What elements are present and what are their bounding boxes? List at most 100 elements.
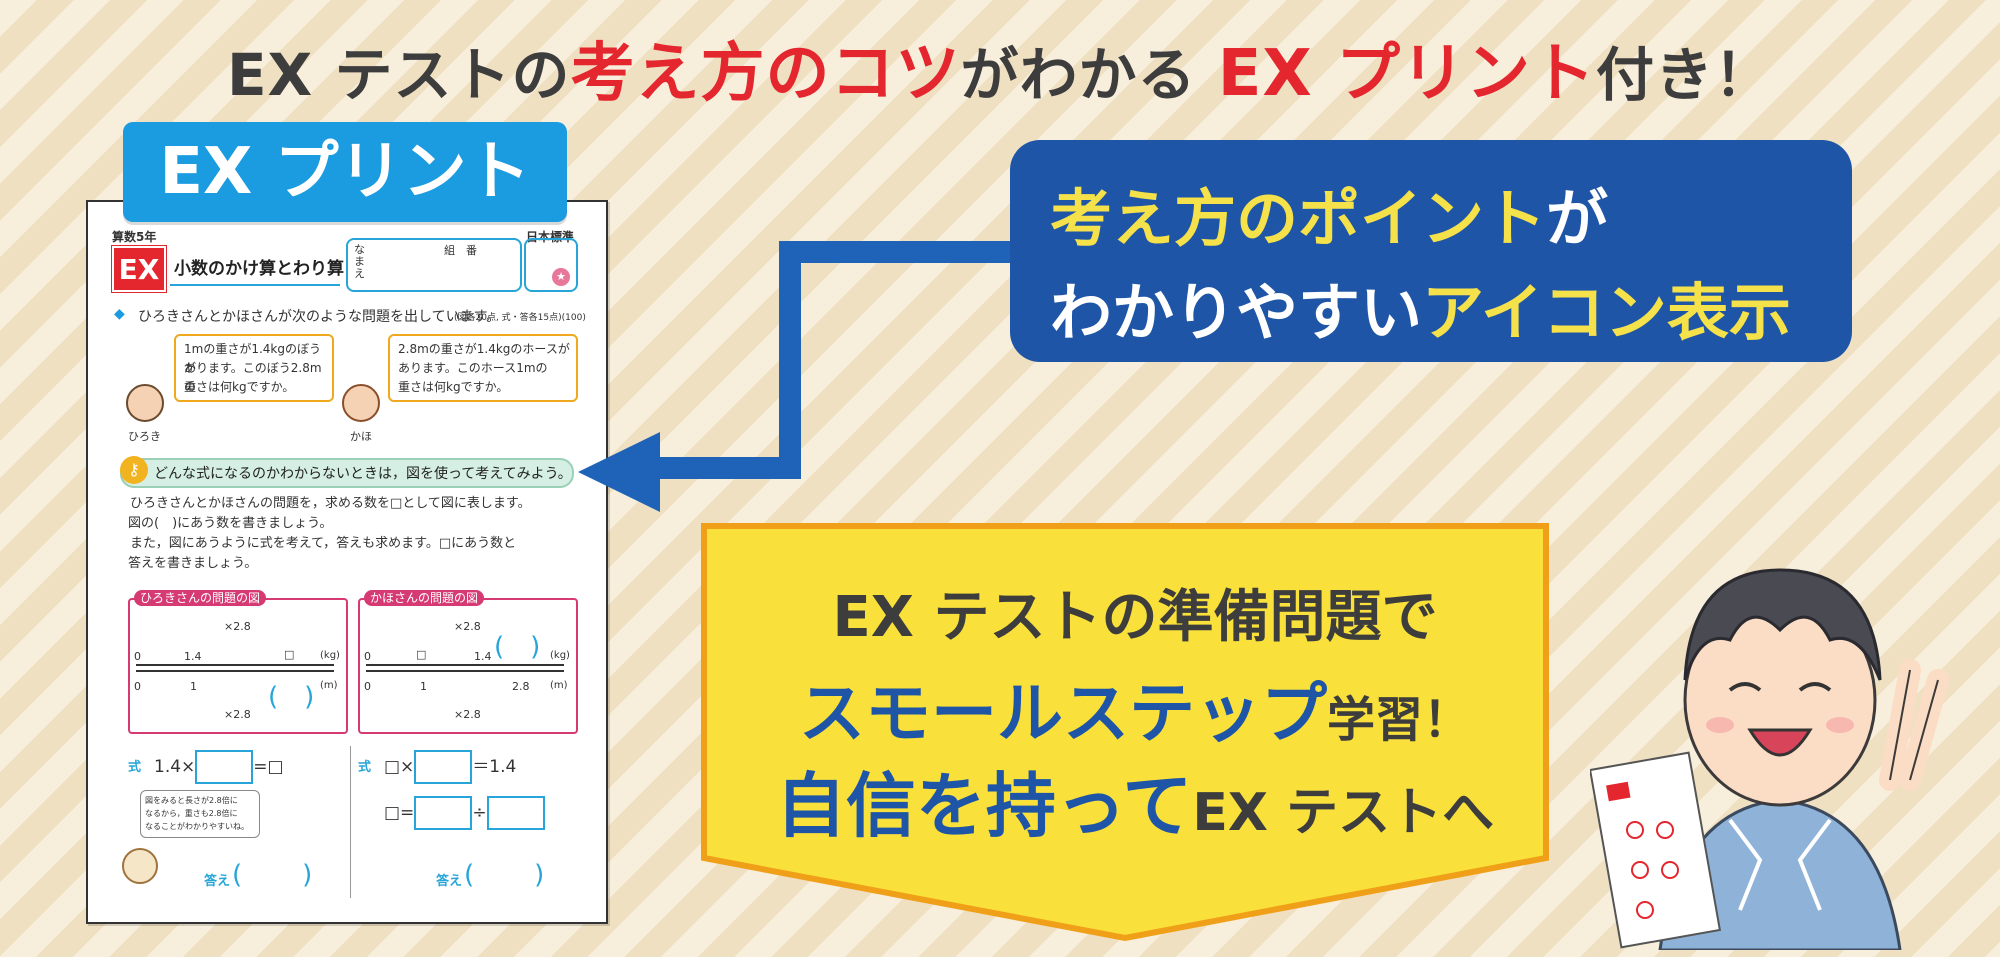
eq2b-blank1[interactable] [414, 796, 473, 830]
eq2b-row: □=÷ [384, 796, 545, 830]
kaho-q-line3: 重さは何kgですか。 [398, 380, 509, 394]
fig2-answer-paren[interactable]: ( ) [494, 632, 541, 662]
kaho-avatar [342, 384, 380, 422]
headline-part1: EX テストの [226, 41, 571, 109]
eq1-label: 式 [128, 760, 142, 775]
arrow-shaft [660, 241, 1020, 479]
figure-kaho-title: かほさんの問題の図 [364, 590, 485, 606]
name-box: なまえ 組 番 [346, 238, 522, 292]
fig1-top-2: □ [284, 648, 295, 661]
fig1-top-1: 1.4 [184, 650, 202, 663]
answer2-paren[interactable]: () [464, 860, 605, 890]
fig2-bottom-2: 2.8 [512, 680, 530, 693]
worksheet-publisher: 日本標準 [526, 230, 575, 244]
unit-title: 小数のかけ算とわり算 [174, 259, 344, 279]
eq1-left: 1.4× [154, 757, 196, 777]
eq2-label: 式 [358, 760, 372, 775]
class-label: 組 番 [444, 244, 477, 257]
figure-hiroki [128, 598, 348, 734]
hiroki-avatar [126, 384, 164, 422]
hiroki-name: ひろき [128, 430, 161, 443]
fig2-unit-m: (m) [550, 680, 568, 691]
eq2a-right: ＝1.4 [472, 757, 517, 777]
eq2a-blank[interactable] [414, 750, 473, 784]
fig2-top-2: 1.4 [474, 650, 492, 663]
fig1-mult-bottom: ×2.8 [224, 708, 251, 721]
cat-hint-line1: 図をみると長さが2.8倍に [145, 796, 238, 805]
fig2-bottom-0: 0 [364, 680, 371, 693]
equation-divider [350, 746, 351, 898]
eq1-right: =□ [253, 757, 284, 777]
feature-line2-start: わかりやすい [1050, 276, 1423, 349]
hint-text: どんな式になるのかわからないときは，図を使って考えてみよう。 [154, 466, 572, 482]
fig1-bottom-0: 0 [134, 680, 141, 693]
banner-line2-rest: 学習！ [1326, 692, 1471, 748]
headline: EX テストの考え方のコツがわかる EX プリント付き！ [0, 22, 2000, 114]
eq1-row: 1.4× =□ [154, 750, 284, 784]
hint-bar [120, 458, 574, 488]
worksheet-subject: 算数5年 [112, 230, 157, 244]
hiroki-q-line1: 1mの重さが1.4kgのぼうが [184, 342, 321, 375]
banner-line2-highlight: スモールステップ [798, 675, 1327, 752]
unit-underline [170, 284, 340, 286]
fig2-top-1: □ [416, 648, 427, 661]
figure-hiroki-title: ひろきさんの問題の図 [134, 590, 267, 606]
fig1-top-0: 0 [134, 650, 141, 663]
fig1-unit-m: (m) [320, 680, 338, 691]
eq2b-div: ÷ [472, 803, 487, 823]
answer1-label: 答え [204, 874, 231, 889]
body-line3: また，図にあうように式を考えて，答えも求めます。□にあう数と [130, 536, 517, 551]
kaho-q-line1: 2.8mの重さが1.4kgのホースが [398, 342, 570, 356]
fig2-mult-bottom: ×2.8 [454, 708, 481, 721]
fig1-bottom-1: 1 [190, 680, 197, 693]
feature-line1: 考え方のポイントが [1050, 168, 1608, 258]
fig2-mult-top: ×2.8 [454, 620, 481, 633]
yellow-banner-shape [701, 523, 1549, 942]
hiroki-q-line3: 重さは何kgですか。 [184, 380, 295, 394]
headline-part3: がわかる [960, 41, 1197, 109]
fig1-unit-kg: (kg) [320, 650, 340, 661]
yellow-banner [701, 523, 1549, 942]
body-line2: 図の( )にあう数を書きましょう。 [128, 516, 333, 531]
banner-line3: 自信を持ってEX テストへ [700, 750, 1570, 851]
kaho-name: かほ [350, 430, 372, 443]
feature-line1-highlight: 考え方のポイント [1050, 182, 1547, 255]
arrow-head [578, 432, 660, 512]
feature-line2-highlight: アイコン表示 [1422, 276, 1791, 349]
key-icon: ⚷ [120, 456, 148, 484]
score-box: ★ [524, 238, 578, 292]
instruction-text: ひろきさんとかほさんが次のような問題を出しています。 [138, 309, 501, 325]
body-line1: ひろきさんとかほさんの問題を，求める数を□として図に表します。 [130, 496, 531, 511]
eq2b-blank2[interactable] [486, 796, 545, 830]
fig2-top-0: 0 [364, 650, 371, 663]
figure-kaho [358, 598, 578, 734]
eq2a-left: □× [384, 757, 415, 777]
figure-hiroki-bar [136, 664, 334, 672]
name-label: なまえ [354, 243, 365, 280]
headline-part2: 考え方のコツ [570, 37, 961, 111]
fig2-bottom-1: 1 [420, 680, 427, 693]
hiroki-bubble: 1mの重さが1.4kgのぼうが あります。このぼう2.8mの 重さは何kgですか… [174, 334, 334, 402]
cat-icon [122, 848, 158, 884]
kaho-bubble: 2.8mの重さが1.4kgのホースが あります。このホース1mの 重さは何kgで… [388, 334, 578, 402]
feature-line2: わかりやすいアイコン表示 [1050, 262, 1791, 352]
ex-logo: EX [111, 245, 167, 293]
body-line4: 答えを書きましょう。 [128, 556, 258, 571]
hiroki-q-line2: あります。このぼう2.8mの [184, 361, 322, 394]
banner-line2: スモールステップ学習！ [700, 660, 1570, 756]
eq1-blank[interactable] [195, 750, 254, 784]
fig1-answer-paren[interactable]: ( ) [268, 682, 315, 712]
figure-kaho-bar [366, 664, 564, 672]
fig2-unit-kg: (kg) [550, 650, 570, 661]
answer2-label: 答え [436, 874, 463, 889]
pointer-arrow [578, 241, 1020, 512]
print-tab: EX プリント [123, 122, 567, 222]
feature-line1-rest: が [1546, 182, 1609, 255]
headline-part5: 付き！ [1596, 41, 1774, 109]
answer1-paren[interactable]: () [232, 860, 373, 890]
diamond-icon: ◆ [114, 306, 125, 322]
score-note: (図各20点, 式・答各15点)(100) [454, 313, 586, 323]
feature-box [1010, 140, 1852, 362]
headline-part4: EX プリント [1217, 37, 1597, 111]
cat-hint-bubble: 図をみると長さが2.8倍に なるから，重さも2.8倍に なることがわかりやすいね… [140, 790, 260, 838]
